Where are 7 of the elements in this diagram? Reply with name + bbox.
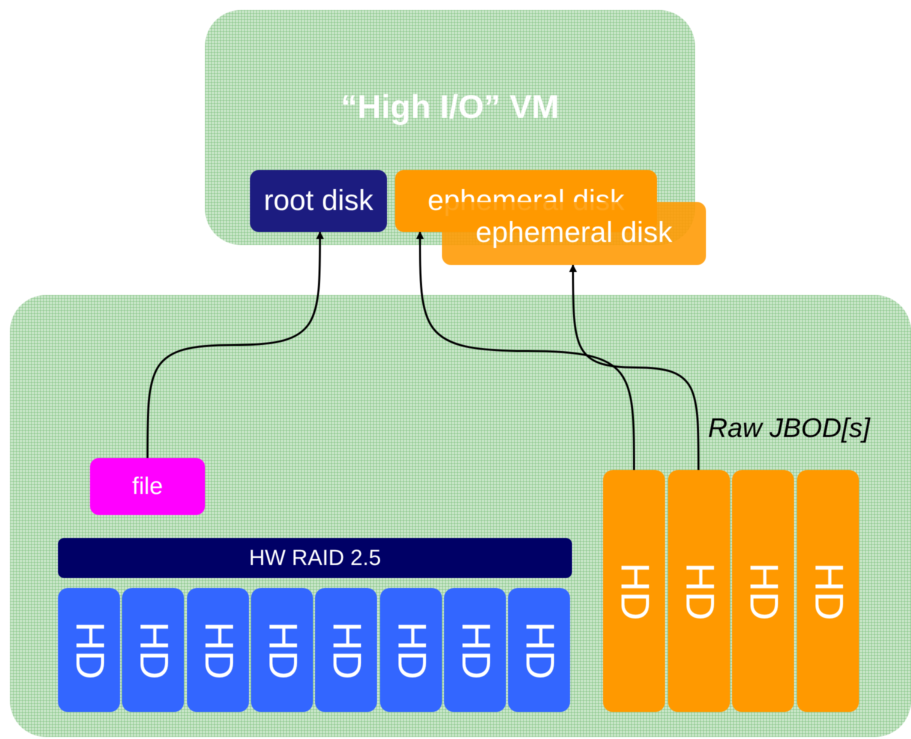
arrow xyxy=(569,264,700,470)
arrow xyxy=(416,231,635,470)
host-box xyxy=(10,295,911,737)
arrow xyxy=(146,231,324,458)
raid-controller-bar: HW RAID 2.5 xyxy=(58,538,572,578)
file-box: file xyxy=(90,458,205,515)
group-label: Raw JBOD[s] xyxy=(708,413,870,444)
